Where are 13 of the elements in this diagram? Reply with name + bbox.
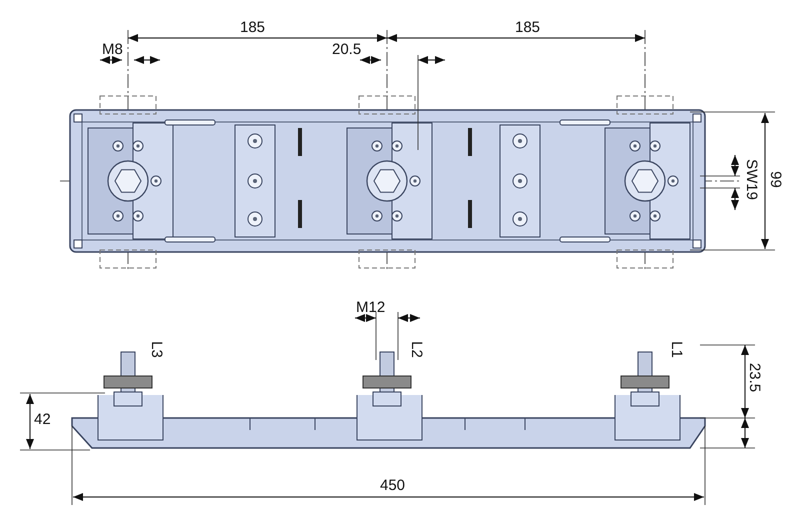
dimension-label: 20.5: [332, 42, 362, 57]
dimension-label: SW19: [744, 159, 759, 200]
dimension-label: 450: [380, 478, 406, 493]
dimension-label: 23.5: [747, 362, 762, 392]
dimension-label: L2: [408, 341, 424, 358]
dimension-label: M8: [102, 42, 123, 57]
dimension-label: 42: [34, 412, 51, 427]
dimension-label: M12: [356, 300, 386, 315]
dimension-label: 99: [768, 171, 783, 188]
dimension-label: 185: [240, 20, 266, 35]
dimension-label: L3: [148, 341, 164, 358]
dimension-label: 185: [515, 20, 540, 35]
dimension-label: L1: [668, 341, 684, 358]
